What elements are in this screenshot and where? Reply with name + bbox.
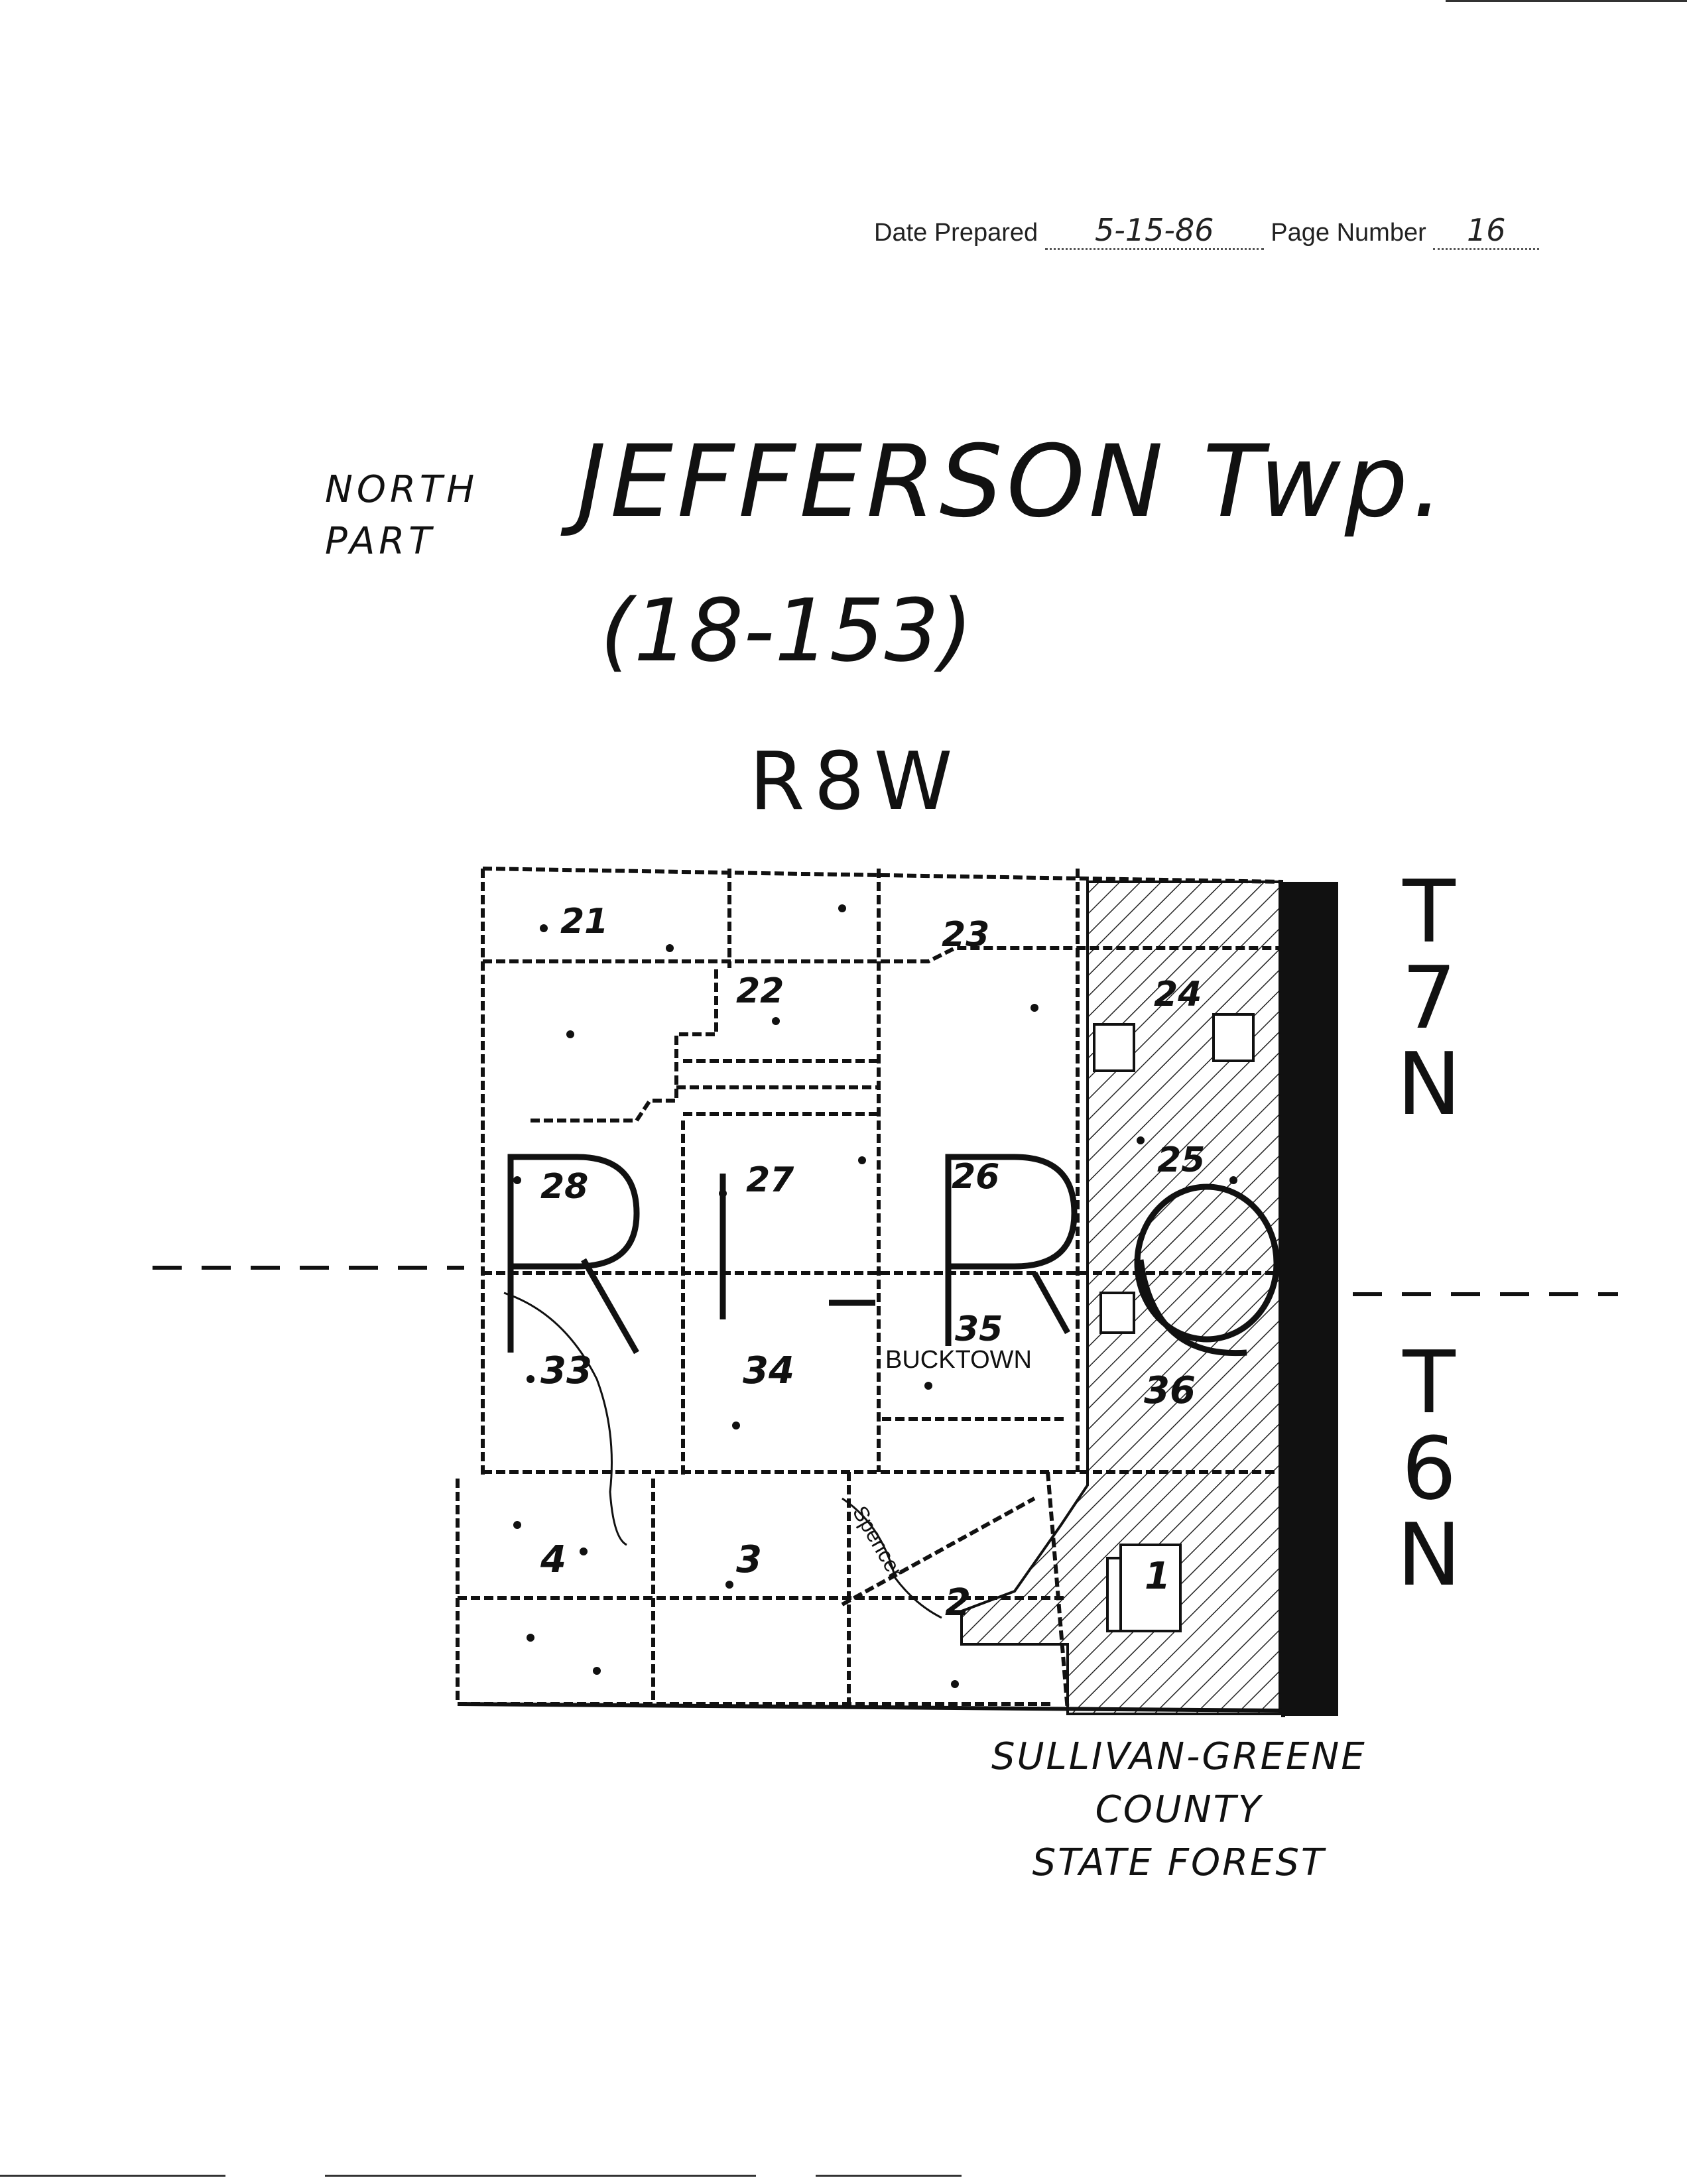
date-prepared-value: 5-15-86 [1044,212,1264,250]
hand-drawn-annotations [507,1154,1280,1357]
t7n-n: N [1397,1034,1462,1134]
scan-edge-rule [816,2175,962,2177]
part-label: PART [325,520,436,563]
section-27: 27 [746,1160,794,1200]
section-4: 4 [540,1538,566,1581]
north-label: NORTH [325,468,479,511]
section-36: 36 [1144,1369,1196,1412]
section-25: 25 [1157,1140,1206,1180]
section-28: 28 [540,1167,589,1207]
date-prepared-label: Date Prepared [874,219,1038,247]
spencer-creek-line [842,1497,942,1619]
section-26: 26 [952,1157,1000,1197]
township-divide-line [153,1266,1618,1296]
township-t6n-label: T 6 N [1379,1339,1479,1598]
county-line-bar [1285,882,1338,1716]
section-24: 24 [1154,975,1202,1014]
section-33: 33 [540,1349,592,1392]
state-forest-area [960,880,1281,1715]
page-number-value: 16 [1433,212,1540,250]
township-title: JEFFERSON Twp. [577,424,1448,540]
section-1: 1 [1141,1555,1174,1598]
section-3: 3 [736,1538,762,1581]
place-bucktown: BUCKTOWN [885,1346,1032,1374]
t7n-7: 7 [1401,947,1457,1048]
section-34: 34 [743,1349,794,1392]
section-35: 35 [955,1309,1003,1349]
scan-edge-rule [325,2175,756,2177]
north-part-label: NORTH PART [325,464,478,568]
t7n-t: T [1403,861,1456,962]
section-23: 23 [942,915,990,955]
township-code: (18-153) [600,580,973,681]
range-label: R8W [749,736,962,828]
date-prepared-line: Date Prepared 5-15-86 Page Number 16 [874,212,1540,250]
forest-line-3: STATE FOREST [1032,1841,1326,1884]
page-number-label: Page Number [1271,219,1426,247]
section-2: 2 [945,1581,971,1624]
t6n-6: 6 [1401,1418,1457,1519]
scan-edge-rule [1446,0,1687,2]
t6n-t: T [1403,1332,1456,1433]
forest-line-1: SULLIVAN-GREENE [991,1735,1367,1778]
section-21: 21 [560,902,609,941]
state-forest-label: SULLIVAN-GREENE COUNTY STATE FOREST [991,1730,1367,1890]
t6n-n: N [1397,1504,1462,1605]
structure-dots [513,904,1237,1688]
creek-line [503,1292,627,1546]
scan-edge-rule [0,2175,225,2177]
township-t7n-label: T 7 N [1379,869,1479,1127]
section-22: 22 [736,971,784,1011]
forest-line-2: COUNTY [1095,1788,1263,1831]
